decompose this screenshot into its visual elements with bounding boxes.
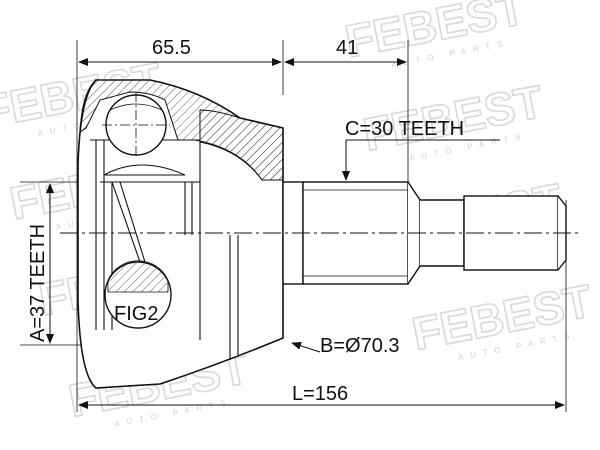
fig2-detail: FIG2 [104,260,172,329]
bell-length-label: 65.5 [152,37,191,59]
inner-teeth-label: A=37 TEETH [27,224,49,342]
bell-diameter-label: B=Ø70.3 [320,335,400,357]
fig2-label: FIG2 [114,303,158,325]
ball-detail [102,92,170,158]
total-length-label: L=156 [292,383,348,405]
shaft-length-label: 41 [336,37,358,59]
shaft-teeth-label: C=30 TEETH [345,118,464,140]
dimension-lines [46,58,565,409]
